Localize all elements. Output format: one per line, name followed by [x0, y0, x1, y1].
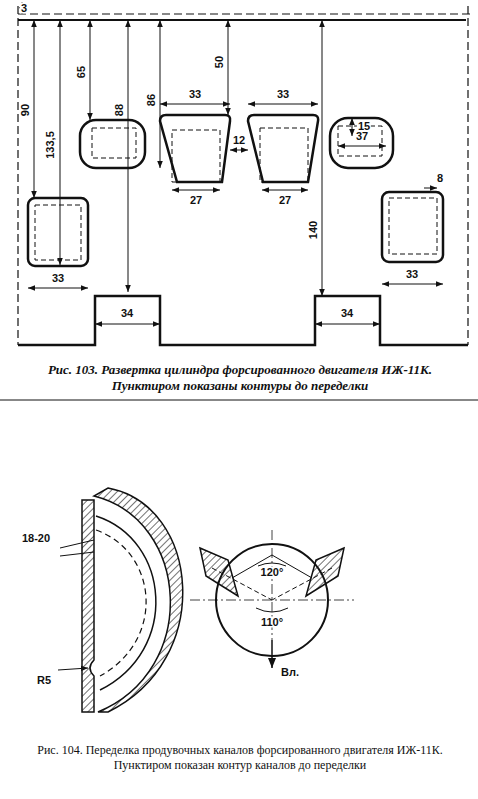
dimension-label: 110° [260, 617, 284, 628]
inlet-port [248, 115, 318, 182]
dimension-label: 12 [232, 135, 246, 146]
dimension-label: 133,5 [45, 130, 56, 160]
dimension-label: 50 [214, 55, 225, 69]
dimension-label: 86 [146, 93, 157, 107]
dimension-label: 33 [405, 269, 419, 280]
dimension-label: 8 [436, 173, 444, 184]
dimension-label: R5 [36, 675, 52, 686]
separator [0, 400, 478, 401]
dimension-label: 18-20 [21, 533, 51, 544]
dimension-label: 33 [188, 89, 202, 100]
dimension-label: 27 [189, 195, 203, 206]
dimension-label: 65 [76, 65, 87, 79]
port [382, 192, 443, 262]
figure-caption: Рис. 104. Переделка продувочных каналов … [25, 743, 455, 773]
dimension-label: 88 [114, 103, 125, 117]
top-edge-old [18, 13, 470, 14]
channel-wall [94, 488, 183, 712]
dimension-label: Вл. [280, 667, 300, 678]
dimension-label: 34 [340, 308, 354, 319]
dimension-label: 140 [308, 220, 319, 240]
dimension-label: 120° [260, 567, 285, 578]
cylinder-wall [82, 500, 94, 712]
dimension-label: 3 [20, 3, 28, 14]
dimension-label: 27 [278, 195, 292, 206]
transfer-port [80, 120, 145, 168]
dimension-label: 33 [276, 89, 290, 100]
dimension-label: 90 [20, 103, 31, 117]
port [28, 198, 88, 266]
inlet-port [160, 115, 230, 182]
dimension-lines [22, 2, 443, 324]
dimension-label: 37 [355, 131, 369, 142]
top-edge [18, 19, 466, 21]
transfer-port [330, 118, 393, 168]
dimension-label: 33 [51, 273, 65, 284]
dimension-label: 34 [120, 308, 134, 319]
figure-caption: Рис. 103. Развертка цилиндра форсированн… [25, 362, 455, 395]
skirt-contour [18, 296, 468, 345]
